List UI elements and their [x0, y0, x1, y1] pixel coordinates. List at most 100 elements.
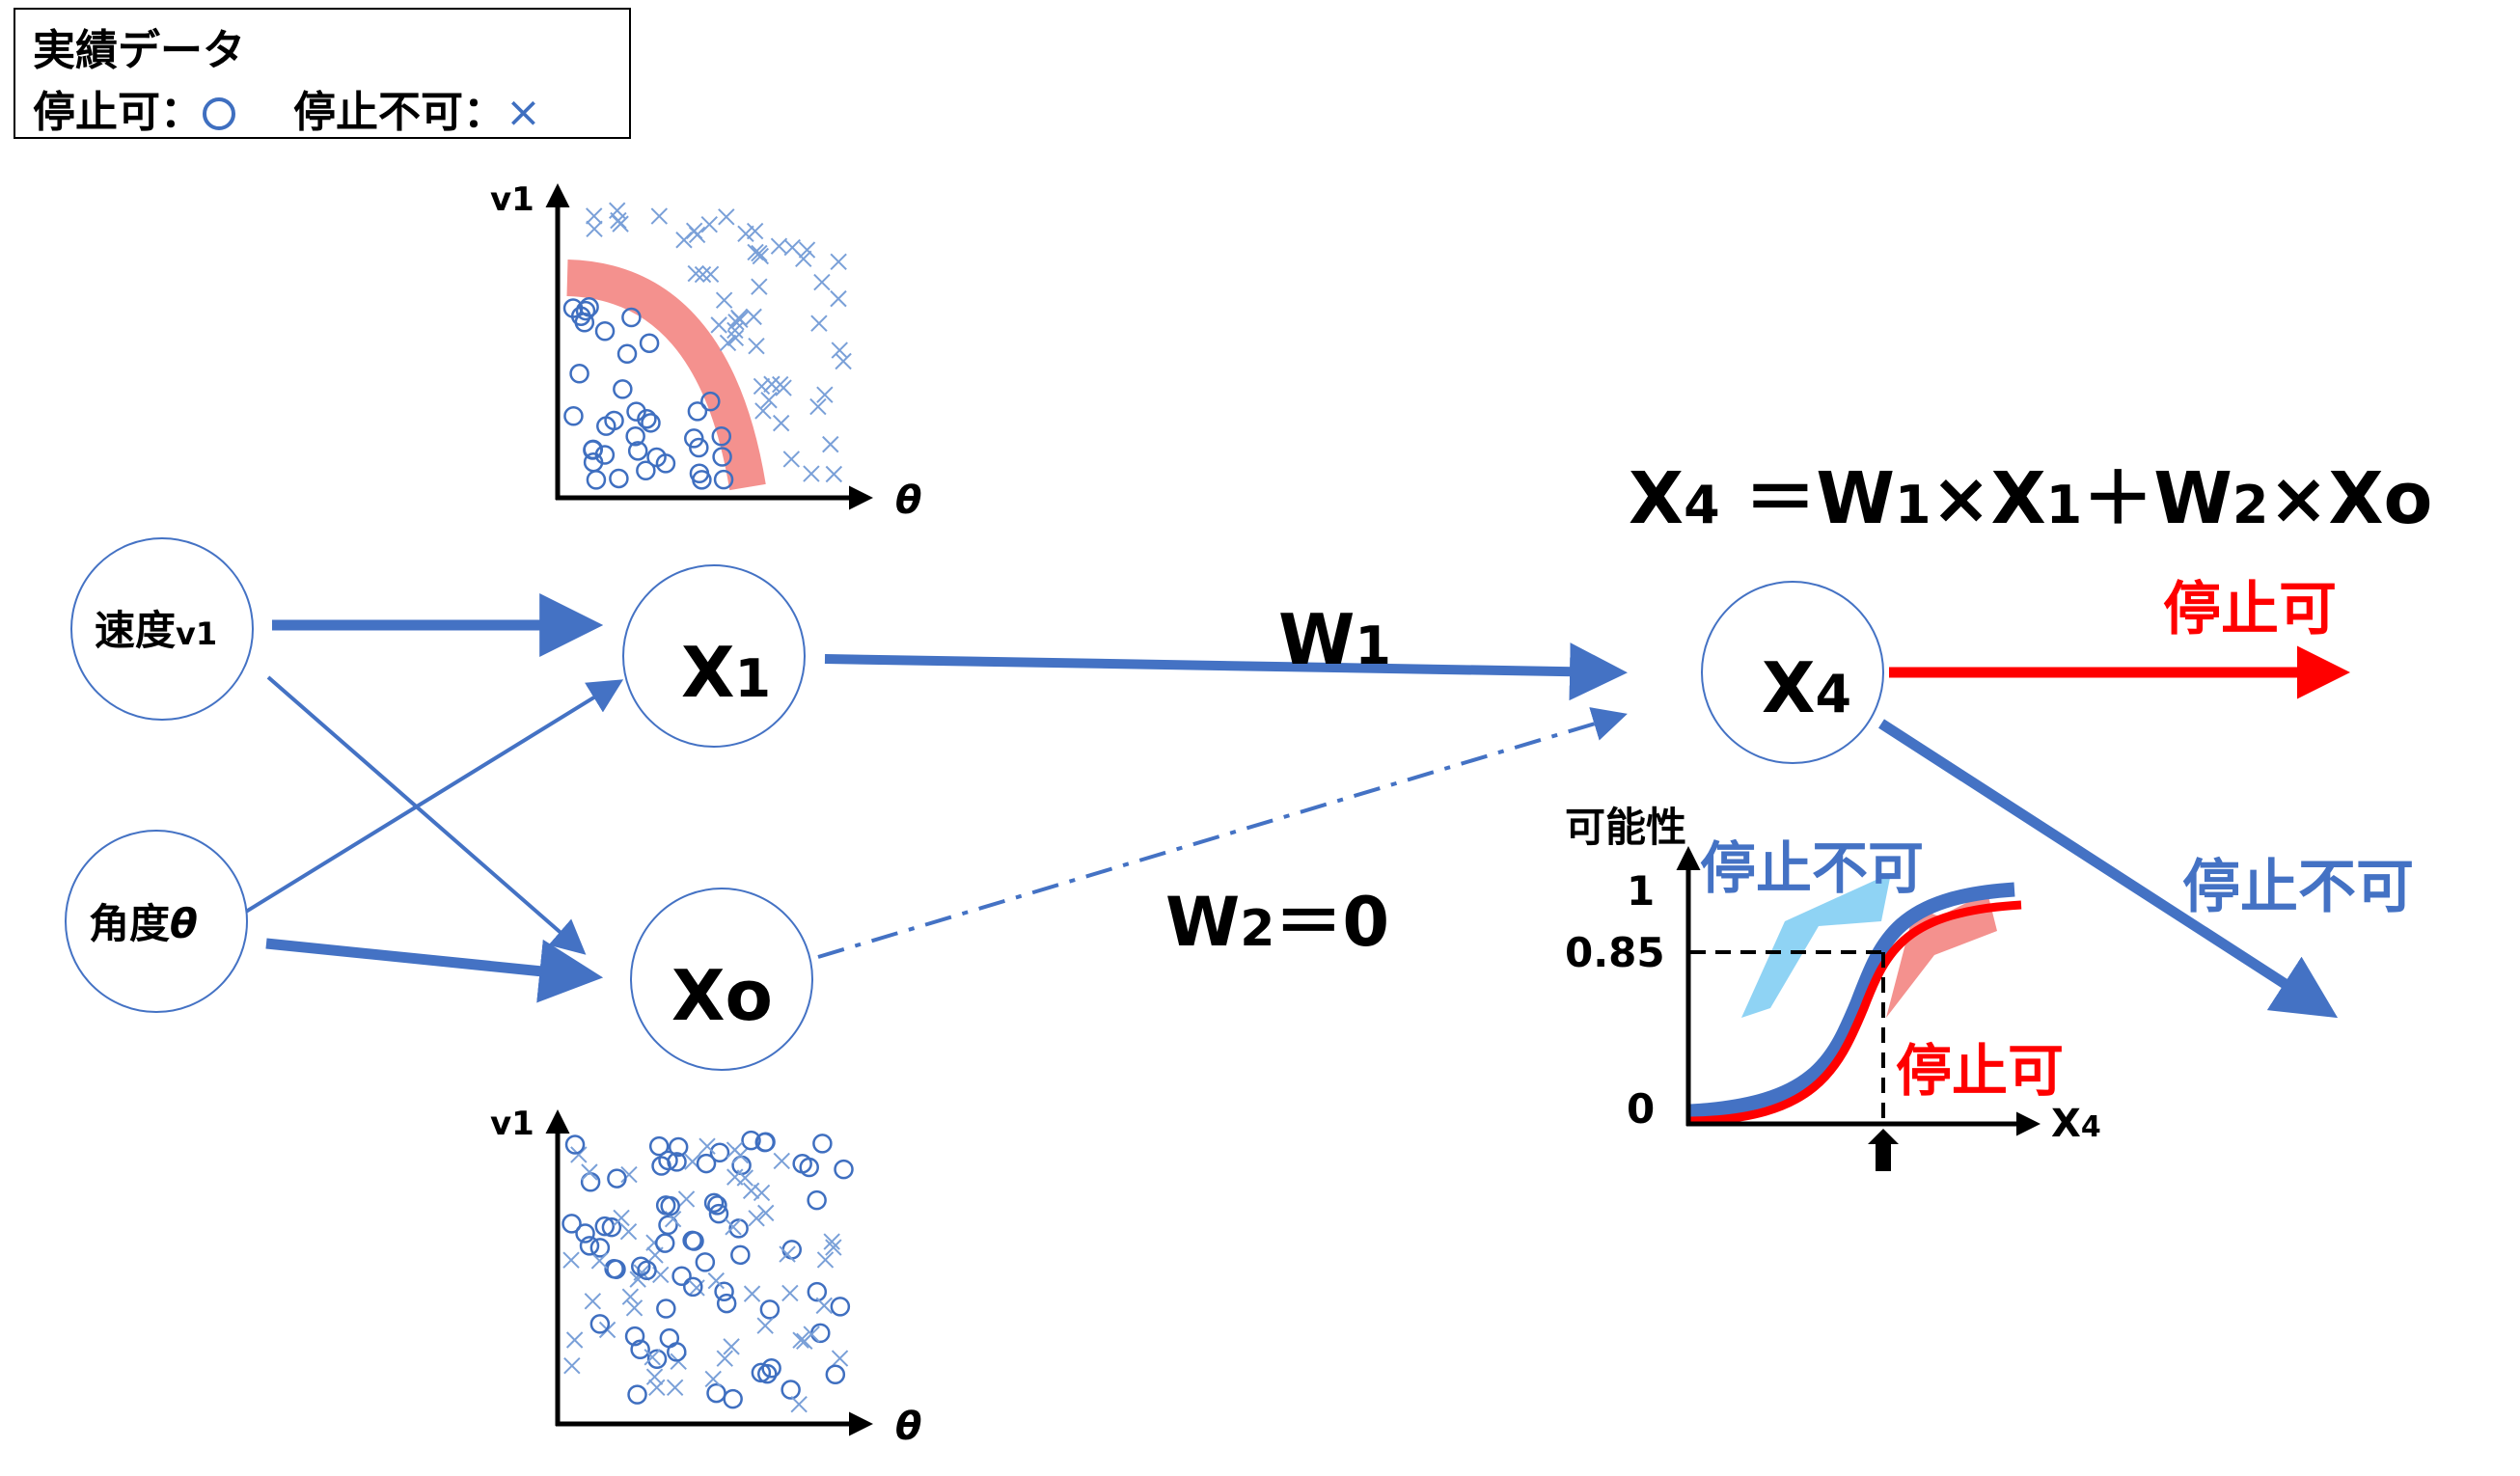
scatter-cross-marker	[710, 316, 727, 334]
scatter-circle-marker	[627, 441, 648, 461]
scatter-circle-marker	[613, 379, 633, 399]
ng-region-label: 停止不可	[1700, 835, 1924, 901]
svg-text:速度v1: 速度v1	[95, 607, 217, 654]
scatter-cross-marker	[625, 1299, 644, 1317]
output-ng-label: 停止不可	[2182, 854, 2414, 921]
edge-xo-x4	[817, 707, 1628, 959]
threshold-pointer-icon	[1868, 1129, 1899, 1171]
scatter-cross-marker	[743, 1285, 761, 1302]
scatter-plot-top: v1 θ	[490, 180, 921, 523]
node-x4: X4	[1701, 581, 1884, 764]
scatter-circle-marker	[563, 406, 584, 426]
scatter-cross-marker	[763, 375, 781, 393]
chart-tick-0: 0	[1627, 1085, 1655, 1133]
edge-x1-x4	[824, 642, 1628, 701]
weight-w2-label: W2＝0	[1165, 883, 1389, 962]
node-x1-sub: 1	[735, 648, 772, 709]
scatter-cross-marker	[715, 291, 733, 309]
scatter-circle-marker	[810, 1323, 831, 1344]
scatter-circle-marker	[609, 468, 629, 489]
scatter-circle-marker	[596, 416, 616, 436]
svg-text:角度θ: 角度θ	[89, 900, 198, 947]
scatter-cross-marker	[803, 465, 820, 482]
scatter-cross-marker	[716, 1350, 733, 1367]
legend-ok-label: 停止可：	[33, 88, 203, 137]
scatter-circle-marker	[625, 425, 645, 447]
scatter-cross-marker	[737, 225, 754, 243]
scatter-cross-marker	[748, 1210, 765, 1227]
x-axis-label: θ	[895, 478, 921, 523]
weight-w1-label: W1	[1278, 599, 1391, 680]
legend-box: 実績データ 停止可：停止不可：×	[14, 8, 631, 139]
scatter-circle-marker	[616, 343, 638, 365]
scatter-cross-marker	[633, 1264, 650, 1281]
scatter-circle-marker	[651, 1156, 671, 1176]
scatter-circle-marker	[668, 1136, 689, 1158]
scatter-circle-marker	[711, 426, 732, 447]
scatter-circle-marker	[579, 1236, 600, 1256]
scatter-top-markers	[562, 202, 852, 490]
scatter-cross-marker	[565, 1331, 584, 1349]
scatter-cross-marker	[753, 1184, 771, 1202]
y-axis-label: v1	[490, 1105, 534, 1143]
scatter-circle-marker	[713, 469, 734, 490]
scatter-cross-marker	[685, 222, 703, 239]
scatter-circle-marker	[728, 1218, 749, 1239]
scatter-cross-marker	[782, 451, 801, 468]
scatter-circle-marker	[626, 401, 646, 422]
scatter-cross-marker	[723, 1338, 740, 1355]
scatter-cross-marker	[831, 342, 848, 359]
scatter-circle-marker	[636, 460, 656, 480]
scatter-circle-marker	[730, 1244, 751, 1266]
scatter-cross-marker	[644, 1349, 661, 1366]
scatter-circle-marker	[687, 401, 708, 422]
scatter-circle-marker	[594, 445, 616, 465]
scatter-cross-marker	[726, 329, 745, 346]
formula: X4 ＝W1×X1＋W2×Xo	[1629, 457, 2432, 540]
scatter-cross-marker	[586, 220, 603, 237]
scatter-cross-marker	[746, 222, 764, 240]
scatter-cross-marker	[725, 1218, 742, 1236]
scatter-circle-marker	[692, 470, 712, 490]
scatter-circle-marker	[564, 1134, 586, 1155]
scatter-cross-marker	[825, 1239, 842, 1256]
scatter-cross-marker	[813, 273, 831, 291]
scatter-circle-marker	[684, 428, 704, 449]
scatter-circle-marker	[709, 1142, 730, 1162]
scatter-circle-marker	[583, 440, 603, 460]
scatter-circle-marker	[723, 1388, 743, 1409]
scatter-cross-marker	[753, 377, 771, 396]
scatter-circle-marker	[624, 1326, 645, 1347]
scatter-cross-marker	[830, 253, 847, 271]
scatter-cross-marker	[620, 1165, 638, 1184]
scatter-cross-marker	[742, 1182, 760, 1200]
scatter-circle-marker	[761, 1358, 781, 1379]
scatter-circle-marker	[759, 1299, 781, 1320]
node-speed-sub: v1	[176, 615, 217, 652]
scatter-circle-marker	[656, 1298, 676, 1319]
scatter-circle-marker	[594, 1216, 616, 1237]
scatter-circle-marker	[825, 1364, 846, 1385]
scatter-cross-marker	[621, 1288, 640, 1305]
network-edges	[239, 593, 2350, 1019]
scatter-cross-marker	[687, 264, 704, 283]
chart-y-label: 可能性	[1565, 804, 1686, 851]
scatter-circle-marker	[570, 306, 591, 326]
scatter-circle-marker	[575, 1223, 595, 1244]
scatter-circle-marker	[627, 1384, 647, 1405]
scatter-circle-marker	[792, 1154, 812, 1174]
scatter-circle-marker	[689, 437, 709, 458]
scatter-cross-marker	[816, 386, 834, 403]
chart-tick-1: 1	[1627, 867, 1655, 915]
scatter-cross-marker	[756, 1317, 774, 1334]
scatter-circle-marker	[594, 321, 616, 342]
scatter-circle-marker	[637, 408, 657, 429]
node-x4-main: X	[1762, 647, 1816, 728]
scatter-circle-marker	[707, 1195, 727, 1216]
scatter-circle-marker	[757, 1363, 778, 1384]
scatter-cross-marker	[803, 1326, 820, 1343]
scatter-circle-marker	[696, 1153, 717, 1174]
scatter-cross-marker	[748, 337, 765, 355]
scatter-cross-marker	[562, 1251, 580, 1269]
scatter-cross-marker	[773, 1152, 790, 1170]
